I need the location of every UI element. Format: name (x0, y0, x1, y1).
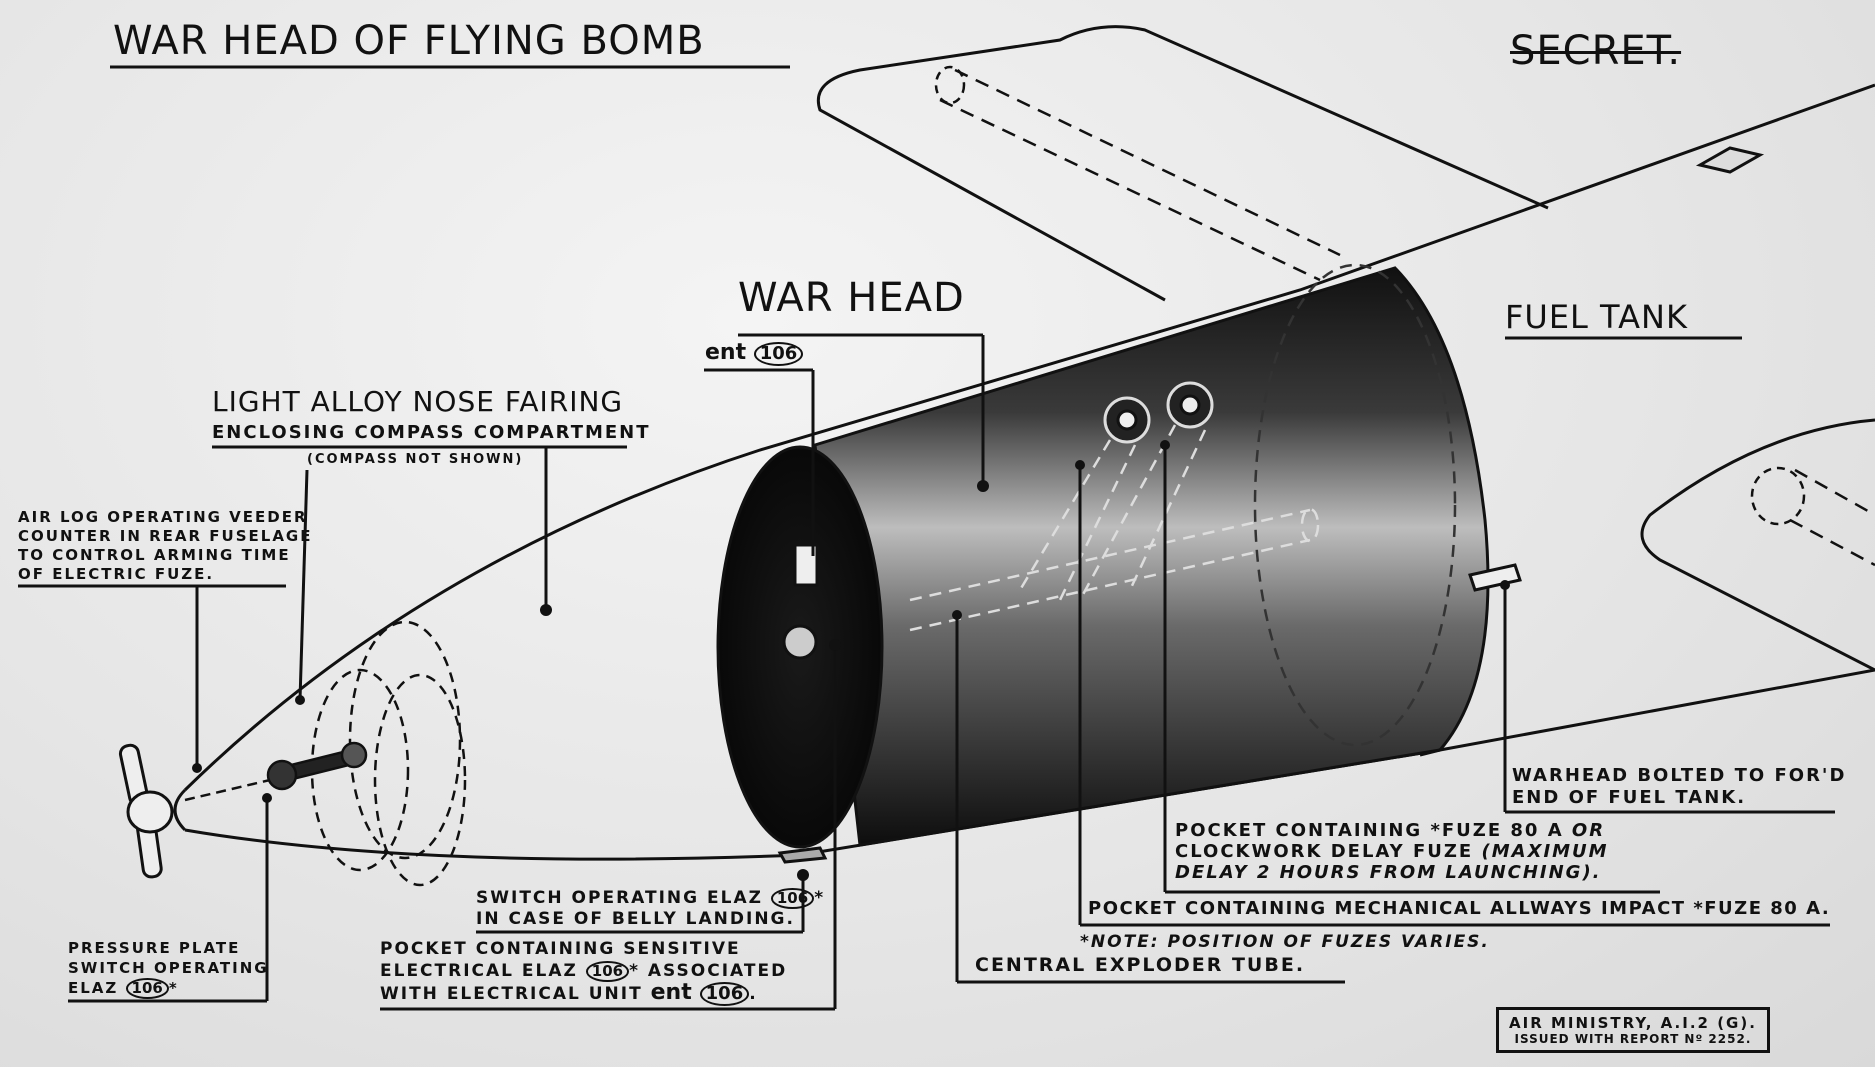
pressure-plate-ref-badge: 106 (125, 978, 169, 999)
pocket-sensitive-ent-ref-badge: 106 (699, 982, 750, 1006)
warhead-bolted-line-1: WARHEAD BOLTED TO FOR'D (1512, 765, 1847, 786)
switch-belly-line-2: IN CASE OF BELLY LANDING. (476, 909, 795, 929)
propeller (118, 743, 174, 879)
air-log-line: COUNTER IN REAR FUSELAGE (18, 527, 313, 545)
fuze-position-note: *NOTE: POSITION OF FUZES VARIES. (1080, 932, 1490, 952)
ent-label: ent 106 (705, 340, 804, 366)
air-log-label: AIR LOG OPERATING VEEDER COUNTER IN REAR… (18, 508, 312, 584)
switch-belly-ref-badge: 106 (770, 888, 815, 909)
pocket-sensitive-line-2: ELECTRICAL ELAZ 106* ASSOCIATED (380, 960, 787, 982)
upper-wing (817, 25, 1765, 302)
fuselage-outline (173, 83, 1875, 861)
pressure-plate-label: PRESSURE PLATE SWITCH OPERATING ELAZ 106… (68, 938, 269, 999)
warhead-bolted-line-2: END OF FUEL TANK. (1512, 787, 1747, 808)
leader-lines (18, 65, 1835, 1011)
pocket-clockwork-line-2: CLOCKWORK DELAY FUZE (MAXIMUM (1175, 841, 1609, 862)
pocket-clockwork-delay: CLOCKWORK DELAY FUZE (1175, 841, 1474, 862)
pocket-sensitive-line-3: WITH ELECTRICAL UNIT ent 106. (380, 980, 758, 1006)
air-log-line: OF ELECTRIC FUZE. (18, 565, 215, 583)
pocket-clockwork-or: OR (1571, 820, 1606, 841)
pocket-clockwork-line-1: POCKET CONTAINING *FUZE 80 A OR (1175, 820, 1609, 841)
pocket-sensitive-ent: ent (650, 980, 692, 1005)
pressure-plate-line: SWITCH OPERATING (68, 959, 269, 977)
switch-belly-label: SWITCH OPERATING ELAZ 106* IN CASE OF BE… (476, 888, 825, 930)
air-log-line: TO CONTROL ARMING TIME (18, 546, 291, 564)
classification-mark: SECRET. (1510, 28, 1682, 74)
right-wing (1640, 418, 1875, 672)
nose-fairing-label: LIGHT ALLOY NOSE FAIRING (212, 385, 624, 418)
fuel-tank-label: FUEL TANK (1505, 298, 1688, 336)
nose-fairing-sublabel: ENCLOSING COMPASS COMPARTMENT (212, 422, 651, 443)
ent-prefix: ent (705, 340, 747, 365)
stamp-line-2: ISSUED WITH REPORT Nº 2252. (1514, 1032, 1752, 1046)
nose-internals (184, 620, 467, 887)
switch-belly-line-1: SWITCH OPERATING ELAZ 106* (476, 888, 826, 909)
pocket-sensitive-unit: WITH ELECTRICAL UNIT (380, 984, 643, 1004)
pressure-plate-line: PRESSURE PLATE (68, 939, 241, 957)
pocket-sensitive-assoc: * ASSOCIATED (629, 961, 788, 981)
pocket-sensitive-label: POCKET CONTAINING SENSITIVE ELECTRICAL E… (380, 938, 787, 1006)
pocket-sensitive-elaz: ELECTRICAL ELAZ (380, 961, 578, 981)
compass-note: (COMPASS NOT SHOWN) (307, 452, 524, 467)
pocket-clockwork-fuze: POCKET CONTAINING *FUZE 80 A (1175, 820, 1564, 841)
pocket-sensitive-ref-badge: 106 (585, 961, 630, 982)
warhead-cylinder (716, 263, 1522, 864)
page-title: WAR HEAD OF FLYING BOMB (113, 18, 705, 64)
central-exploder-label: CENTRAL EXPLODER TUBE. (975, 954, 1306, 976)
air-ministry-stamp: AIR MINISTRY, A.I.2 (G). ISSUED WITH REP… (1496, 1007, 1770, 1053)
warhead-bolted-label: WARHEAD BOLTED TO FOR'D END OF FUEL TANK… (1512, 765, 1846, 809)
air-log-line: AIR LOG OPERATING VEEDER (18, 508, 308, 526)
leader-dots (192, 440, 1510, 881)
pocket-clockwork-max: (MAXIMUM (1481, 841, 1609, 862)
pressure-plate-line-3: ELAZ 106* (68, 978, 179, 999)
pressure-plate-elaz: ELAZ (68, 979, 119, 997)
pocket-clockwork-label: POCKET CONTAINING *FUZE 80 A OR CLOCKWOR… (1175, 820, 1609, 883)
stamp-line-1: AIR MINISTRY, A.I.2 (G). (1509, 1014, 1757, 1032)
ent-ref-badge: 106 (753, 342, 804, 366)
pocket-sensitive-line-1: POCKET CONTAINING SENSITIVE (380, 939, 741, 959)
switch-belly-text: SWITCH OPERATING ELAZ (476, 888, 763, 908)
pocket-clockwork-line-3: DELAY 2 HOURS FROM LAUNCHING). (1175, 862, 1602, 883)
war-head-label: WAR HEAD (738, 275, 965, 321)
pocket-mechanical-label: POCKET CONTAINING MECHANICAL ALLWAYS IMP… (1088, 898, 1831, 919)
